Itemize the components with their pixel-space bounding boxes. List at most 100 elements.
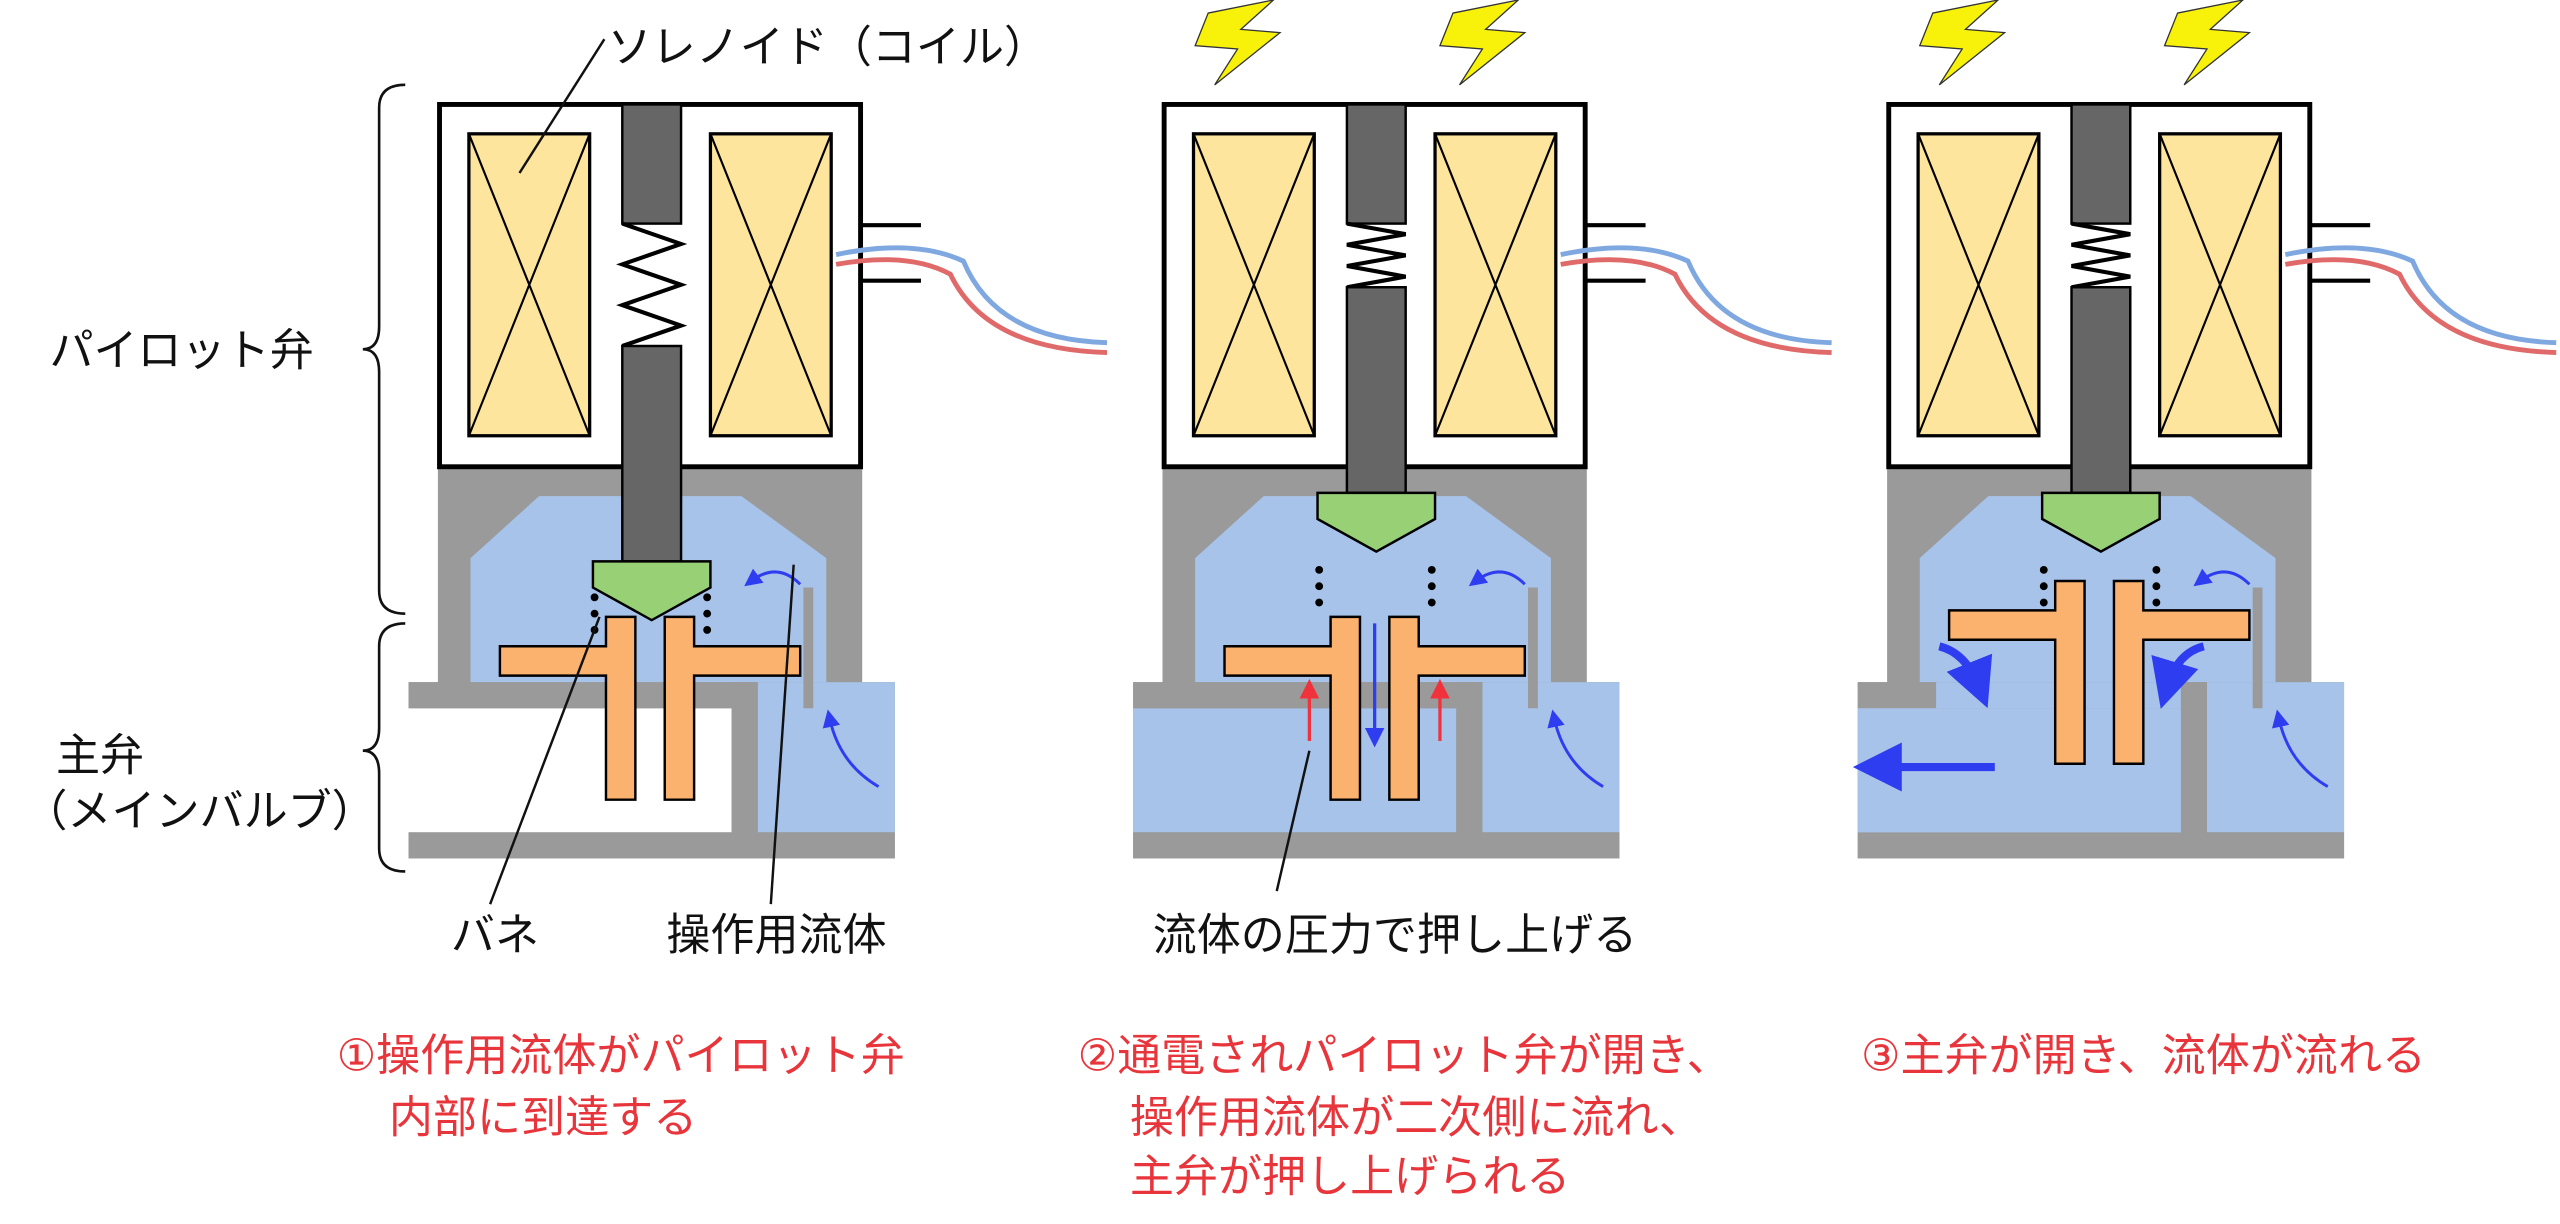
flow-arrow-inlet (1547, 709, 1604, 788)
lightning-icon (2163, 0, 2252, 86)
caption-step-2: ②通電されパイロット弁が開き、 操作用流体が二次側に流れ、 主弁が押し上げられる (1078, 1031, 1731, 1203)
spring-coil-dot (2039, 598, 2048, 607)
plunger-spring (2071, 221, 2131, 290)
leader-solenoid (518, 38, 606, 174)
pilot-channel-wall (803, 587, 814, 709)
spring-coil-dot (1427, 582, 1436, 591)
terminal-pins (2311, 223, 2371, 283)
inlet-fluid (2206, 682, 2345, 833)
flow-arrow-pilot (744, 568, 802, 587)
coil-cross (1917, 133, 2040, 437)
caption-3-line-1: ③主弁が開き、流体が流れる (1861, 1031, 2426, 1082)
fixed-core (1345, 103, 1407, 225)
fixed-core (621, 103, 683, 225)
partition-wall (731, 682, 758, 833)
bracket-main-valve (362, 622, 406, 873)
leader-operating-fluid (769, 564, 795, 905)
plunger (621, 344, 683, 563)
wire-blue (1560, 245, 1832, 346)
wire-red (2284, 257, 2557, 355)
spring-coil-dot (1315, 598, 1324, 607)
plunger (2070, 286, 2132, 495)
wall-top-left (408, 682, 752, 709)
leader-spring (488, 616, 601, 905)
label-main-valve: 主弁 (56, 730, 144, 781)
spring-coil-dot (1427, 565, 1436, 574)
flow-arrow-inlet (822, 709, 880, 788)
spring-coil-dot (2152, 565, 2161, 574)
flow-arrow-pilot (2193, 568, 2251, 587)
wall-bottom (1133, 832, 1620, 859)
label-pilot-valve: パイロット弁 (49, 326, 313, 377)
plunger (1345, 286, 1407, 495)
label-spring: バネ (451, 910, 539, 961)
caption-step-1: ①操作用流体がパイロット弁 内部に到達する (337, 1031, 905, 1144)
valve-panel-3 (1852, 0, 2557, 859)
valve-panel-1 (408, 101, 1108, 859)
spring-coil-dot (2152, 598, 2161, 607)
pilot-seat (1316, 491, 1437, 554)
lightning-icon (1438, 0, 1527, 86)
wire-red (1560, 257, 1832, 355)
wall-bottom (1857, 832, 2345, 859)
spring-coil-dot (703, 626, 712, 634)
flow-arrow-left-in (1938, 642, 1993, 709)
caption-2-line-3: 主弁が押し上げられる (1130, 1151, 1570, 1202)
wall-top-left (1133, 682, 1476, 709)
flow-arrow-pilot (1468, 568, 1526, 587)
spring-coil-dot (590, 609, 599, 618)
caption-step-3: ③主弁が開き、流体が流れる (1861, 1031, 2426, 1082)
wire-blue (835, 245, 1108, 346)
spring-coil-dot (590, 593, 599, 602)
coil-cross (467, 133, 591, 437)
caption-1-line-2: 内部に到達する (389, 1093, 697, 1144)
label-operating-fluid: 操作用流体 (666, 910, 886, 961)
pilot-channel-wall (2252, 587, 2263, 709)
terminal-pins (1586, 223, 1646, 283)
main-valve-right (663, 615, 802, 801)
partition-wall (2180, 682, 2207, 833)
plunger-spring (1346, 221, 1407, 290)
pilot-seat (591, 560, 712, 622)
spring-coil-dot (2039, 582, 2048, 591)
pilot-seat (2040, 491, 2161, 554)
main-valve-right (2112, 579, 2251, 765)
valve-panel-2 (1133, 0, 1832, 859)
label-main-valve-sub: （メインバルブ） (23, 786, 375, 837)
flow-arrow-right-in (2151, 642, 2205, 709)
flow-arrow-inlet (2272, 709, 2329, 788)
wire-blue (2284, 245, 2557, 346)
pilot-chamber-fluid (1195, 496, 1551, 683)
plunger-spring (616, 221, 688, 348)
fixed-core (2070, 103, 2132, 225)
terminal-pins (862, 223, 921, 283)
spring-coil-dot (703, 593, 712, 602)
spring-coil-dot (2039, 565, 2048, 574)
spring-coil-dot (2152, 582, 2161, 591)
coil-cross (2158, 133, 2282, 437)
spring-coil-dot (1315, 565, 1324, 574)
caption-1-line-1: ①操作用流体がパイロット弁 (337, 1031, 905, 1082)
inlet-fluid (1482, 682, 1620, 833)
leader-pressure (1275, 750, 1311, 892)
wall-bottom (408, 832, 895, 859)
label-solenoid: ソレノイド（コイル） (608, 22, 1048, 73)
main-valve-left (1947, 579, 2086, 765)
coil-cross (709, 133, 833, 437)
label-pressure-push: 流体の圧力で押し上げる (1153, 910, 1638, 961)
coil-cross (1192, 133, 1316, 437)
main-valve-left (1223, 615, 1362, 801)
spring-coil-dot (1427, 598, 1436, 607)
lightning-icon (1918, 0, 2007, 86)
bracket-pilot-valve (362, 83, 406, 615)
caption-2-line-1: ②通電されパイロット弁が開き、 (1078, 1031, 1731, 1082)
coil-cross (1434, 133, 1557, 437)
pilot-channel-wall (1528, 587, 1538, 709)
lightning-icon (1194, 0, 1282, 86)
main-valve-right (1388, 615, 1527, 801)
caption-2-line-2: 操作用流体が二次側に流れ、 (1130, 1093, 1703, 1144)
spring-coil-dot (703, 609, 712, 618)
partition-wall (1456, 682, 1483, 833)
main-valve-left (498, 615, 637, 801)
